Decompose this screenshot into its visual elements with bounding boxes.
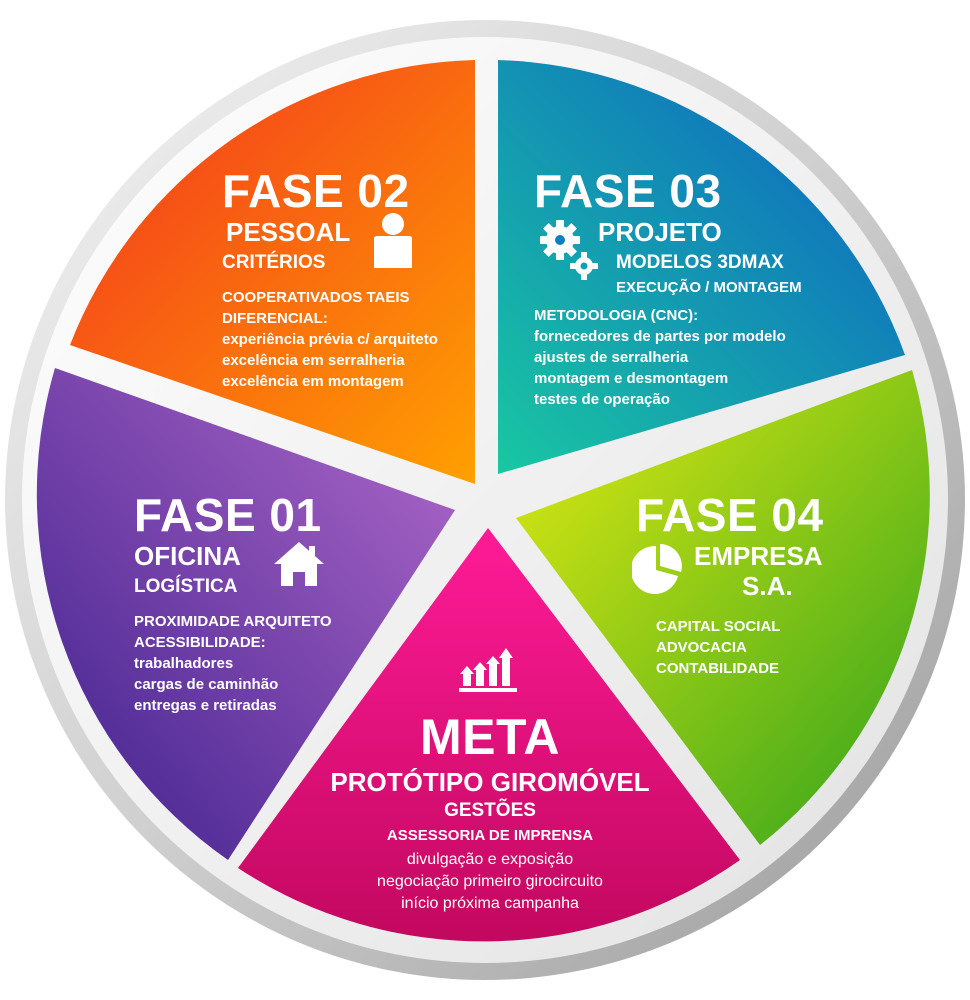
- fase03-line: METODOLOGIA (CNC):: [534, 306, 699, 324]
- fase01-line: trabalhadores: [134, 654, 234, 672]
- segment-meta: [238, 528, 740, 942]
- gears-icon: [540, 220, 598, 280]
- fase03-subheading: MODELOS 3DMAX: [616, 251, 784, 273]
- fase04-line: ADVOCACIA: [656, 638, 747, 656]
- fase01-line: cargas de caminhão: [134, 675, 279, 693]
- meta-heading: PROTÓTIPO GIROMÓVEL: [330, 767, 650, 797]
- meta-text: META PROTÓTIPO GIROMÓVEL GESTÕES ASSESSO…: [290, 712, 690, 915]
- fase03-line: montagem e desmontagem: [534, 369, 729, 387]
- meta-line: divulgação e exposição: [406, 850, 574, 868]
- fase03-line: fornecedores de partes por modelo: [534, 327, 786, 345]
- fase03-line: ajustes de serralheria: [534, 348, 689, 366]
- fase01-text: FASE 01 OFICINA LOGÍSTICA PROXIMIDADE AR…: [134, 492, 332, 716]
- house-icon: [274, 542, 324, 586]
- fase01-lines: PROXIMIDADE ARQUITETO ACESSIBILIDADE: tr…: [134, 611, 332, 716]
- meta-lines: divulgação e exposição negociação primei…: [290, 849, 690, 915]
- fase04-title: FASE 04: [636, 489, 824, 541]
- fase04-lines: CAPITAL SOCIAL ADVOCACIA CONTABILIDADE: [656, 616, 824, 679]
- meta-title: META: [420, 709, 560, 765]
- fase02-line: excelência em montagem: [222, 372, 404, 390]
- pie-chart-icon: [632, 544, 682, 594]
- fase04-line: CONTABILIDADE: [656, 659, 780, 677]
- fase02-line: COOPERATIVADOS TAEIS: [222, 288, 410, 306]
- fase01-line: PROXIMIDADE ARQUITETO: [134, 612, 332, 630]
- meta-subheading2: ASSESSORIA DE IMPRENSA: [386, 826, 594, 844]
- fase03-subheading2: EXECUÇÃO / MONTAGEM: [616, 278, 802, 296]
- person-icon: [374, 213, 412, 268]
- fase03-text: FASE 03 PROJETO MODELOS 3DMAX EXECUÇÃO /…: [534, 168, 802, 410]
- segment-fase01: [36, 368, 456, 860]
- meta-line: negociação primeiro girocircuito: [377, 872, 603, 890]
- fase01-line: entregas e retiradas: [134, 696, 277, 714]
- fase02-heading: PESSOAL: [226, 217, 351, 247]
- fase02-line: excelência em serralheria: [222, 351, 405, 369]
- fase04-line: CAPITAL SOCIAL: [656, 617, 781, 635]
- fase02-title: FASE 02: [222, 165, 410, 217]
- fase01-line: ACESSIBILIDADE:: [134, 633, 266, 651]
- fase04-text: FASE 04 EMPRESA S.A. CAPITAL SOCIAL ADVO…: [636, 492, 824, 679]
- fase03-heading: PROJETO: [598, 217, 722, 247]
- fase02-subheading: CRITÉRIOS: [222, 251, 326, 273]
- fase03-line: testes de operação: [534, 390, 670, 408]
- segment-fase02: [70, 60, 475, 484]
- fase01-subheading: LOGÍSTICA: [134, 575, 238, 597]
- growth-chart-icon: [459, 648, 517, 692]
- fase02-line: experiência prévia c/ arquiteto: [222, 330, 438, 348]
- fase02-text: FASE 02 PESSOAL CRITÉRIOS COOPERATIVADOS…: [222, 168, 438, 392]
- meta-subheading: GESTÕES: [444, 799, 536, 821]
- meta-line: início próxima campanha: [401, 894, 579, 912]
- fase02-lines: COOPERATIVADOS TAEIS DIFERENCIAL: experi…: [222, 287, 438, 392]
- fase01-title: FASE 01: [134, 489, 322, 541]
- fase04-heading: EMPRESA: [694, 541, 823, 571]
- fase03-lines: METODOLOGIA (CNC): fornecedores de parte…: [534, 305, 802, 410]
- segment-fase04: [516, 370, 930, 845]
- fase02-line: DIFERENCIAL:: [222, 309, 328, 327]
- segment-fase03: [498, 60, 905, 474]
- fase01-heading: OFICINA: [134, 541, 241, 571]
- fase03-title: FASE 03: [534, 165, 722, 217]
- fase04-heading2: S.A.: [742, 570, 793, 601]
